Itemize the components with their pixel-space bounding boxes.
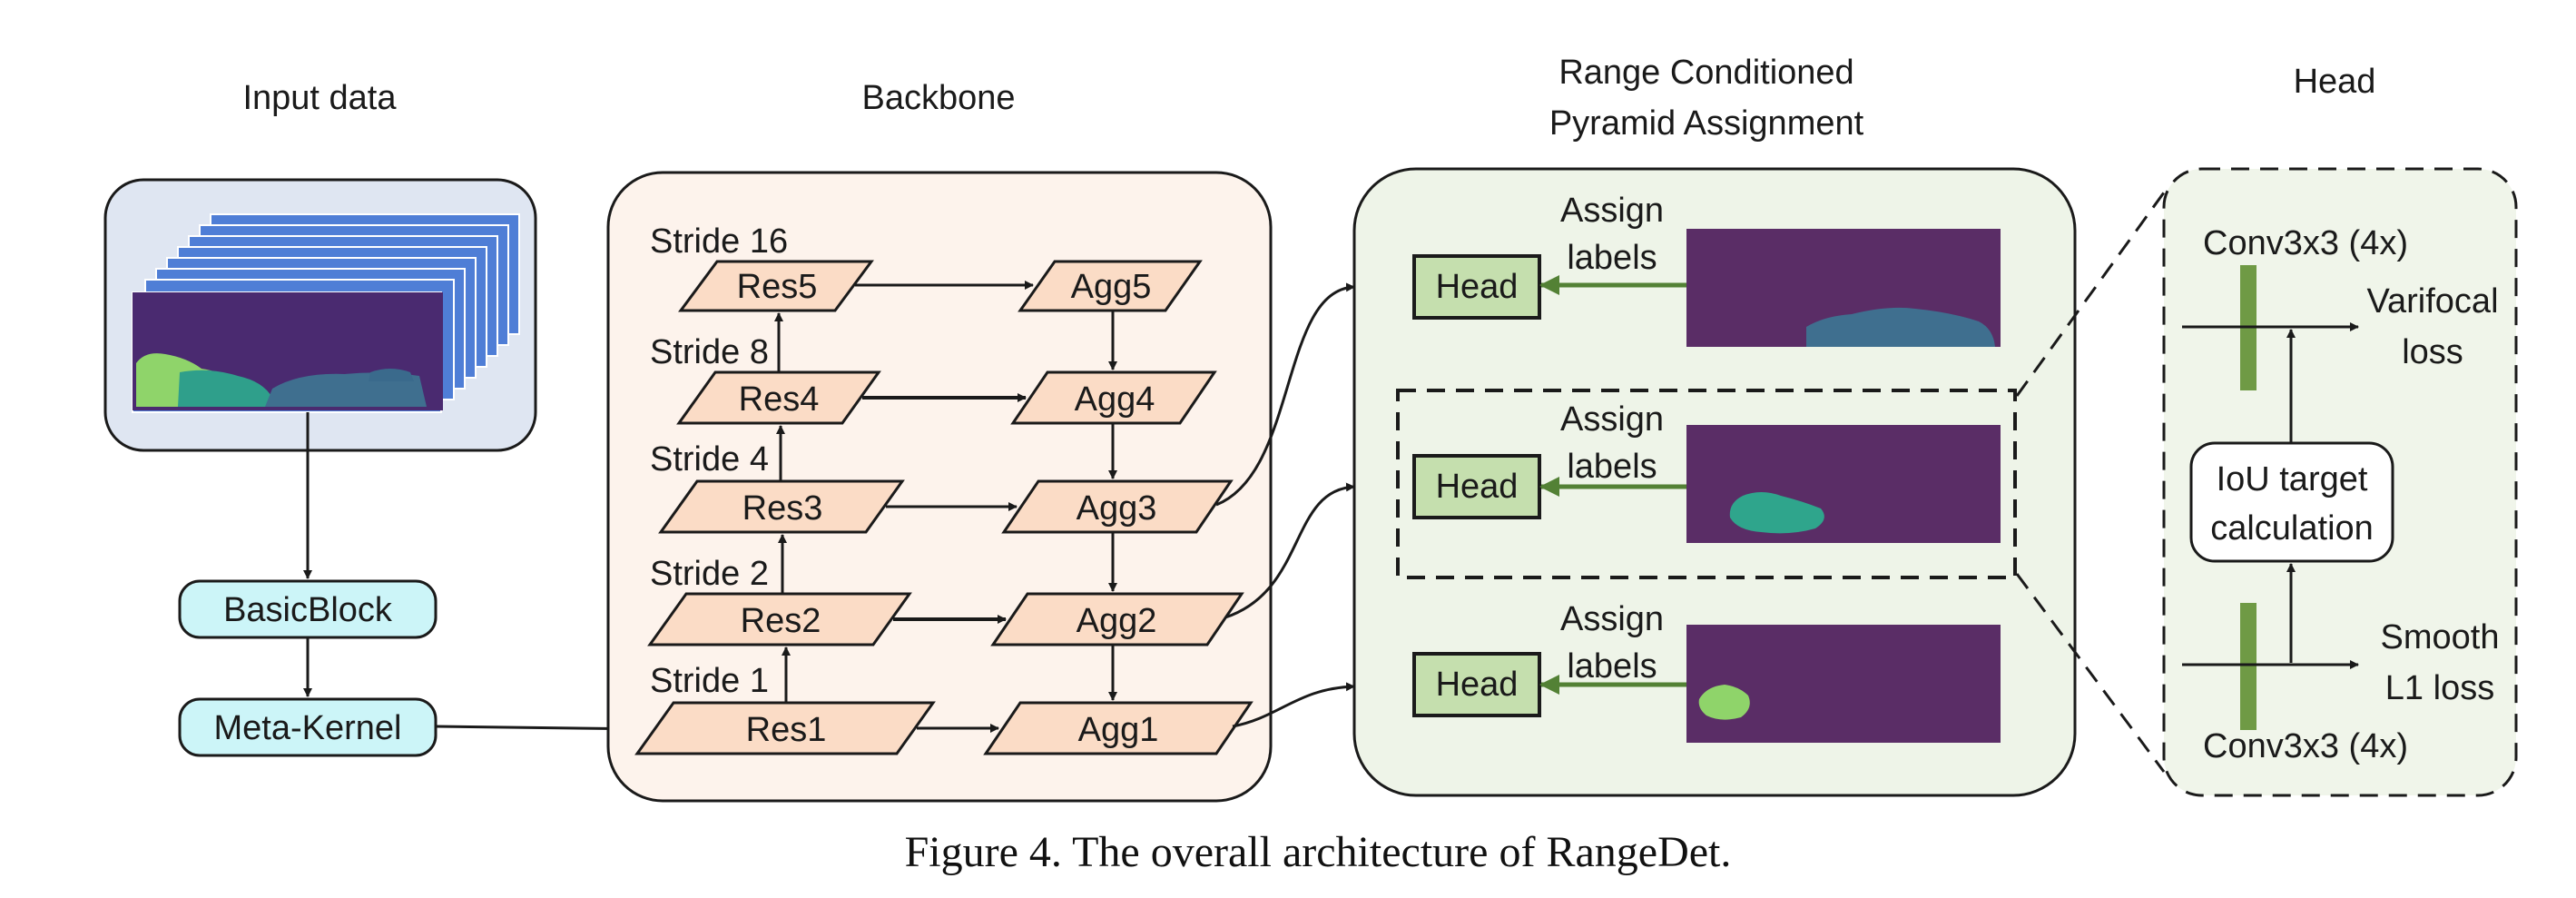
conv-bar-bottom <box>2240 603 2256 730</box>
res1-block <box>634 701 936 755</box>
assign-bottom-line2: labels <box>1567 647 1657 686</box>
assign-top-line1: Assign <box>1560 192 1664 230</box>
res1-label: Res1 <box>746 711 827 749</box>
res4-block <box>676 370 881 425</box>
agg4-block <box>1010 370 1217 425</box>
zoom-line-top <box>2015 192 2166 397</box>
res2-block <box>647 592 912 646</box>
assign-middle-line1: Assign <box>1560 400 1664 439</box>
stride-1-label: Stride 1 <box>650 662 769 700</box>
input-data-title: Input data <box>242 79 397 117</box>
range-image-middle <box>1686 425 2001 543</box>
smooth-line2: L1 loss <box>2385 669 2494 707</box>
iou-target-line2: calculation <box>2210 509 2374 548</box>
arrow-agg2-to-head-middle <box>1224 482 1355 619</box>
range-image-stack <box>132 213 520 413</box>
res2-label: Res2 <box>741 602 821 640</box>
varifocal-line1: Varifocal <box>2366 282 2498 321</box>
agg3-label: Agg3 <box>1077 489 1157 528</box>
agg1-label: Agg1 <box>1078 711 1159 749</box>
backbone-title: Backbone <box>861 79 1015 117</box>
basicblock-label: BasicBlock <box>223 591 393 629</box>
range-assignment-title-line1: Range Conditioned <box>1558 54 1853 92</box>
varifocal-line2: loss <box>2402 333 2463 371</box>
arrow-agg3-to-head-top <box>1215 282 1355 507</box>
stride-16-label: Stride 16 <box>650 222 788 261</box>
agg3-block <box>1001 479 1234 534</box>
smooth-line1: Smooth <box>2381 618 2500 656</box>
agg4-label: Agg4 <box>1075 380 1155 419</box>
res5-block <box>678 260 874 312</box>
range-image-near <box>1686 625 2001 743</box>
head-box-middle <box>1412 454 1541 519</box>
head-box-bottom <box>1412 652 1541 717</box>
head-box-middle-label: Head <box>1436 468 1519 506</box>
arrow-agg1-to-head-bottom <box>1232 682 1355 728</box>
iou-target-line1: IoU target <box>2217 460 2368 498</box>
res4-label: Res4 <box>739 380 820 419</box>
stride-2-label: Stride 2 <box>650 555 769 593</box>
agg2-block <box>990 592 1244 646</box>
stride-4-label: Stride 4 <box>650 440 769 479</box>
zoom-line-bottom <box>2015 573 2166 773</box>
res3-label: Res3 <box>742 489 823 528</box>
assign-bottom-line1: Assign <box>1560 600 1664 638</box>
figure-caption: Figure 4. The overall architecture of Ra… <box>905 828 1732 876</box>
meta-kernel-label: Meta-Kernel <box>214 709 402 747</box>
conv-bottom-label: Conv3x3 (4x) <box>2203 727 2408 765</box>
agg5-block <box>1018 260 1203 312</box>
highlight-dashed-frame <box>1396 389 2017 579</box>
res3-block <box>658 479 905 534</box>
assign-middle-line2: labels <box>1567 448 1657 486</box>
assign-top-line2: labels <box>1567 239 1657 277</box>
stride-8-label: Stride 8 <box>650 333 769 371</box>
head-title: Head <box>2294 63 2376 101</box>
agg1-block <box>983 701 1254 755</box>
range-image-far <box>1686 229 2001 347</box>
conv-top-label: Conv3x3 (4x) <box>2203 224 2408 262</box>
res5-label: Res5 <box>737 268 818 306</box>
range-assignment-title-line2: Pyramid Assignment <box>1549 104 1864 143</box>
head-box-top-label: Head <box>1436 268 1519 306</box>
agg2-label: Agg2 <box>1077 602 1157 640</box>
head-box-bottom-label: Head <box>1436 666 1519 704</box>
agg5-label: Agg5 <box>1071 268 1152 306</box>
